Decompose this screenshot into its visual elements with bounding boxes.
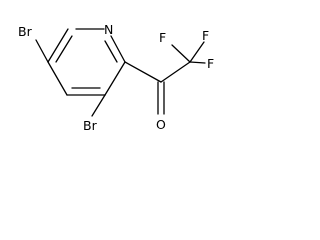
bond-c5-br-top (35, 39, 49, 63)
atom-f-right: F (202, 28, 209, 43)
substituent-bonds (35, 39, 206, 117)
bond-n-c2-inner (104, 40, 118, 63)
structure-diagram: Br N Br F F F O (0, 0, 229, 137)
atom-n-ring: N (104, 22, 113, 37)
bond-c2-c3 (104, 61, 126, 96)
bond-c2-carbonyl (124, 61, 162, 83)
bond-c4-c5 (47, 61, 68, 96)
pyridine-ring (47, 28, 126, 96)
bond-n-c2 (110, 35, 126, 63)
atom-f-lower: F (207, 56, 214, 71)
atom-o-carbonyl: O (156, 117, 166, 132)
bond-carbonyl-cf3 (160, 61, 191, 83)
bond-cf3-f-left (171, 44, 191, 63)
bond-cf3-f-right (189, 41, 205, 63)
bond-c5-c6-inner (55, 35, 73, 63)
atom-br-bottom: Br (83, 118, 98, 133)
atom-labels: Br N Br F F F O (18, 22, 214, 133)
atom-br-top: Br (18, 24, 33, 39)
bond-c5-c6 (47, 28, 69, 63)
molecule-drawing: Br N Br F F F O (18, 22, 214, 133)
atom-f-left: F (159, 30, 166, 45)
bond-c3-br-bottom (91, 94, 106, 117)
bond-cf3-f-lower (189, 61, 206, 64)
